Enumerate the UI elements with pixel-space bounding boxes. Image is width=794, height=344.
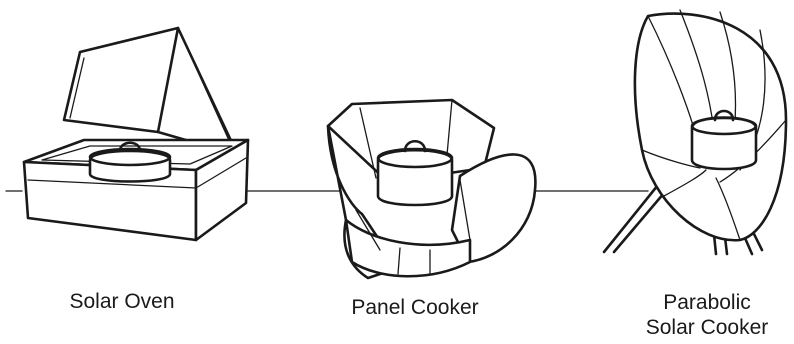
solar-oven-illustration	[22, 26, 250, 242]
parabolic-cooker-illustration	[602, 9, 788, 256]
label-panel-cooker: Panel Cooker	[351, 296, 479, 319]
pot-icon	[690, 109, 758, 171]
pot-icon	[376, 139, 454, 207]
label-parabolic-line2: Solar Cooker	[645, 316, 769, 339]
pot-icon	[88, 141, 172, 183]
label-solar-oven: Solar Oven	[69, 290, 175, 313]
panel-cooker-illustration	[326, 98, 537, 280]
label-parabolic-line1: Parabolic	[663, 291, 751, 314]
